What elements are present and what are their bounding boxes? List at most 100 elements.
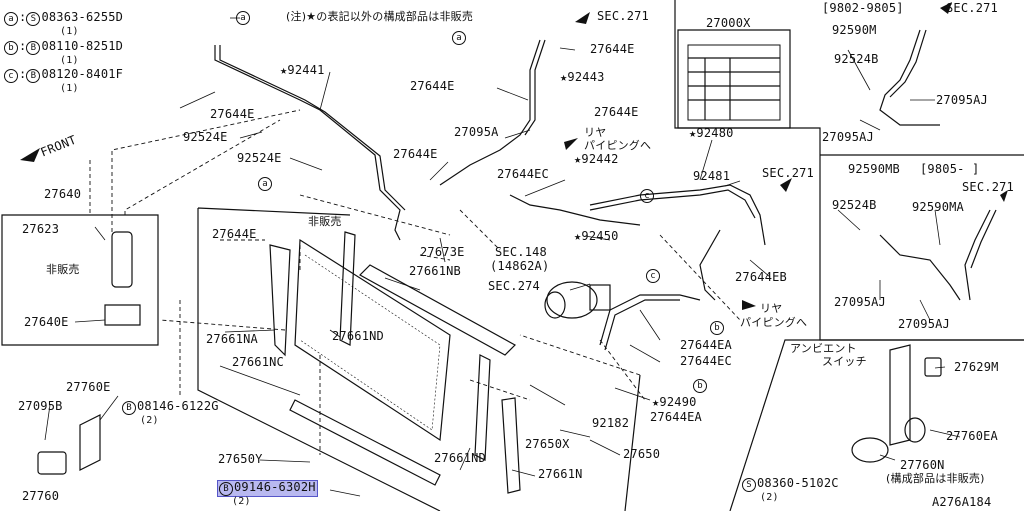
part-92524e-1: 92524E xyxy=(183,130,228,144)
part-27644ea-2: 27644EA xyxy=(650,410,702,424)
screw-type-icon: S xyxy=(742,478,756,492)
seal-27661n xyxy=(501,397,521,494)
part-27644ec-2: 27644EC xyxy=(680,354,732,368)
part-27661nc: 27661NC xyxy=(232,355,284,369)
part-92524e-2: 92524E xyxy=(237,151,282,165)
part-92524b-2: 92524B xyxy=(832,198,877,212)
date-range-1: [9802-9805] xyxy=(822,1,904,15)
part-27760n-note: (構成部品は非販売) xyxy=(886,472,985,485)
sensor-27760 xyxy=(37,451,67,475)
bolt-type-icon: B xyxy=(122,401,136,415)
part-92481: 92481 xyxy=(693,169,731,183)
sec148: SEC.148 xyxy=(495,245,547,259)
part-27095b: 27095B xyxy=(18,399,63,413)
part-27640: 27640 xyxy=(44,187,82,201)
part-27661nd-1: 27661ND xyxy=(332,329,384,343)
part-92450: ★92450 xyxy=(574,229,619,243)
seal-27661nc xyxy=(289,399,441,486)
bolt-type-icon: B xyxy=(26,69,41,83)
part-27661nb: 27661NB xyxy=(409,264,461,278)
part-27760e: 27760E xyxy=(66,380,111,394)
sec271-2: SEC.271 xyxy=(762,166,814,180)
part-27095aj-1: 27095AJ xyxy=(936,93,988,107)
legend-a-bullet: a xyxy=(4,12,18,26)
bolt-type-icon: B xyxy=(219,482,233,496)
part-27644eb: 27644EB xyxy=(735,270,787,284)
label-27000x-outline xyxy=(677,29,791,129)
rear-piping-1-b: パイピングへ xyxy=(584,139,652,152)
callout-a-3: a xyxy=(452,30,467,45)
part-92490: ★92490 xyxy=(652,395,697,409)
part-27644e-3: 27644E xyxy=(590,42,635,56)
part-27095a: 27095A xyxy=(454,125,499,139)
ambient-label-2: スイッチ xyxy=(822,355,867,368)
part-27760: 27760 xyxy=(22,489,60,503)
bolt-type-icon: B xyxy=(26,41,41,55)
compressor xyxy=(546,281,598,319)
ambient-label-1: アンビエント xyxy=(790,342,857,355)
part-27640e: 27640E xyxy=(24,315,69,329)
part-92524b-1: 92524B xyxy=(834,52,879,66)
seal-27661nd xyxy=(339,231,356,346)
part-27000x: 27000X xyxy=(706,16,751,30)
legend-c-bullet: c xyxy=(4,69,18,83)
receiver-drier xyxy=(111,231,133,288)
legend-a-qty: (1) xyxy=(60,26,79,37)
legend-b-bullet: b xyxy=(4,41,18,55)
sec271-1: SEC.271 xyxy=(597,9,649,23)
seal-27661nd-2 xyxy=(474,354,491,461)
legend-c-qty: (1) xyxy=(60,83,79,94)
inset-frame-3 xyxy=(729,339,1024,511)
part-27650: 27650 xyxy=(623,447,661,461)
part-27650y: 27650Y xyxy=(218,452,263,466)
callout-c-2: c xyxy=(646,268,661,283)
sec274: SEC.274 xyxy=(488,279,540,293)
pipe-92590ma xyxy=(964,209,991,301)
receiver-detail-frame xyxy=(1,214,159,346)
ambient-switch-body xyxy=(851,437,889,463)
part-92442: ★92442 xyxy=(574,152,619,166)
part-92590mb: 92590MB xyxy=(848,162,900,176)
not-sold-2: 非販売 xyxy=(46,263,80,276)
pipe-92443 xyxy=(439,39,541,186)
sec148-sub: (14862A) xyxy=(490,259,550,273)
part-92590ma: 92590MA xyxy=(912,200,964,214)
sec271-4: SEC.271 xyxy=(962,180,1014,194)
condenser-outline xyxy=(294,238,451,442)
legend-a-part: 08363-6255D xyxy=(41,10,124,24)
legend-c-part: 08120-8401F xyxy=(41,67,124,81)
screw-08360-5102c-qty: (2) xyxy=(760,492,779,503)
legend-b-part: 08110-8251D xyxy=(41,39,124,53)
part-92590m: 92590M xyxy=(832,23,877,37)
part-27644e-5: 27644E xyxy=(594,105,639,119)
ambient-bracket xyxy=(889,344,911,446)
diagram-id: A276A184 xyxy=(932,495,992,509)
legend-b-qty: (1) xyxy=(60,55,79,66)
bolt-09146-6302h-qty: (2) xyxy=(232,496,251,507)
callout-a: a xyxy=(236,10,251,25)
part-27673e: 27673E xyxy=(420,245,465,259)
part-92443: ★92443 xyxy=(560,70,605,84)
callout-b-1: b xyxy=(710,320,725,335)
bolt-08146-6122g-qty: (2) xyxy=(140,415,159,426)
part-27644ec-1: 27644EC xyxy=(497,167,549,181)
bracket-27760e xyxy=(79,414,101,471)
part-27623: 27623 xyxy=(22,222,60,236)
pipe-92490 xyxy=(599,294,701,346)
pipe-92590m xyxy=(879,29,940,126)
part-27760ea: 27760EA xyxy=(946,429,998,443)
part-27644e-4: 27644E xyxy=(410,79,455,93)
part-27629m: 27629M xyxy=(954,360,999,374)
part-92182: 92182 xyxy=(592,416,630,430)
part-27661na: 27661NA xyxy=(206,332,258,346)
part-27095aj-3: 27095AJ xyxy=(834,295,886,309)
part-27661n: 27661N xyxy=(538,467,583,481)
callout-c-1: c xyxy=(640,188,655,203)
